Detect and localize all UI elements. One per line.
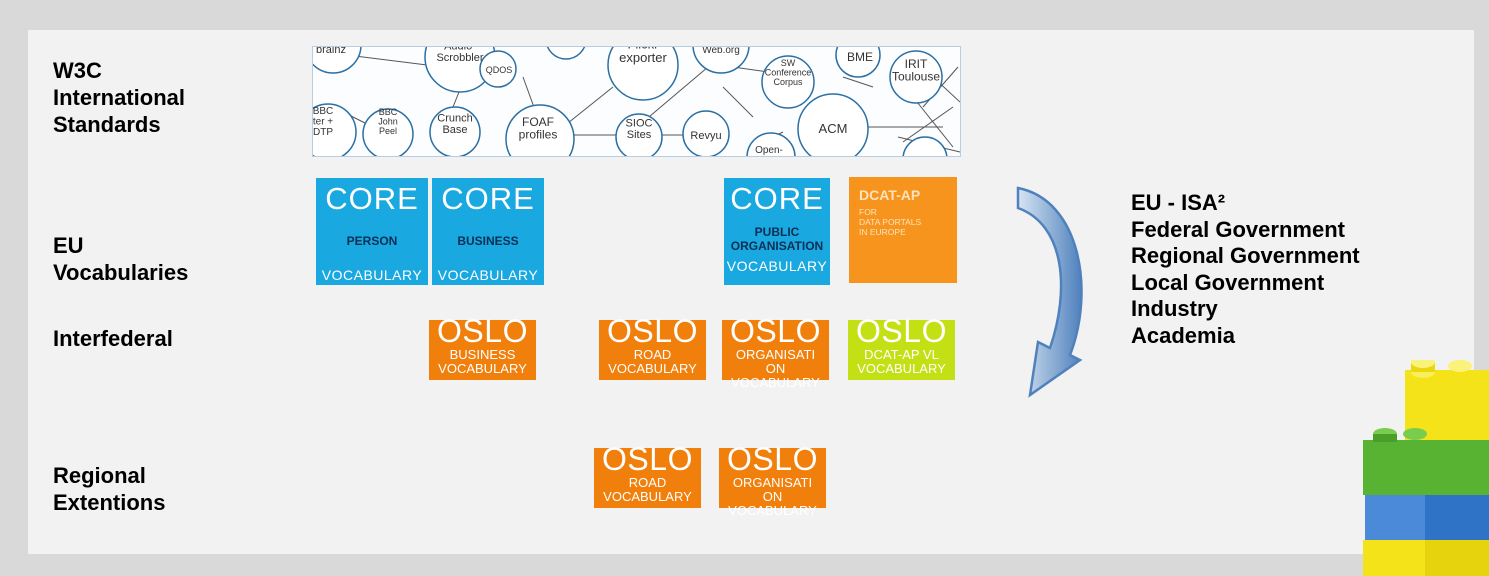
dcat-ap-tile: DCAT-AP FOR DATA PORTALS IN EUROPE <box>849 177 957 283</box>
row-label-interfederal: Interfederal <box>53 326 173 351</box>
oslo-dcat-ap-vl-tile: OSLO DCAT-AP VL VOCABULARY <box>848 313 955 380</box>
core-vocabulary-label: VOCABULARY <box>321 267 423 283</box>
node-revyu: Revyu <box>690 130 721 142</box>
core-subtitle: PERSON <box>346 234 398 248</box>
core-vocabulary-label: VOCABULARY <box>437 267 539 283</box>
core-public-organisation-tile: CORE PUBLIC ORGANISATION VOCABULARY <box>724 178 830 285</box>
row-label-regional: Regional Extentions <box>53 463 166 515</box>
node-bme: BME <box>847 50 873 64</box>
row-label-eu: EU Vocabularies <box>53 233 189 285</box>
stakeholder-item: Local Government <box>1131 269 1325 295</box>
oslo-title: OSLO <box>607 313 698 349</box>
linked-data-cloud-image: brainz Audio-Scrobbler QDOS Flickrexport… <box>312 46 961 157</box>
node-audioscrobbler: Audio-Scrobbler <box>436 47 483 64</box>
oslo-subtitle: ORGANISATI ON VOCABULARY <box>731 347 820 390</box>
core-business-tile: CORE BUSINESS VOCABULARY <box>432 178 544 285</box>
stakeholder-list: EU - ISA² Federal Government Regional Go… <box>1131 190 1360 349</box>
stakeholder-item: Academia <box>1131 322 1235 348</box>
oslo-subtitle: ORGANISATI ON VOCABULARY <box>728 475 817 518</box>
oslo-road-tile: OSLO ROAD VOCABULARY <box>599 313 706 380</box>
oslo-title: OSLO <box>730 313 821 349</box>
stakeholder-item: Industry <box>1131 296 1218 321</box>
dcat-subtitle: FOR DATA PORTALS IN EUROPE <box>859 207 922 237</box>
curved-arrow-icon <box>1016 186 1083 398</box>
oslo-regional-organisation-tile: OSLO ORGANISATI ON VOCABULARY <box>719 441 826 518</box>
oslo-subtitle: BUSINESS VOCABULARY <box>438 347 527 376</box>
oslo-subtitle: ROAD VOCABULARY <box>608 347 697 376</box>
stakeholder-item: EU - ISA² <box>1131 190 1226 215</box>
lego-bricks-image <box>1363 360 1489 576</box>
node-qdos: QDOS <box>486 65 513 75</box>
oslo-regional-road-tile: OSLO ROAD VOCABULARY <box>594 441 701 508</box>
node-weborg: Web.org <box>702 47 740 56</box>
core-subtitle: BUSINESS <box>457 234 519 248</box>
oslo-title: OSLO <box>437 313 528 349</box>
core-vocabulary-label: VOCABULARY <box>726 258 828 274</box>
core-title: CORE <box>441 181 535 216</box>
node-brainz: brainz <box>316 47 346 56</box>
node-flickr: Flickrexporter <box>619 47 667 65</box>
dcat-title: DCAT-AP <box>859 187 921 203</box>
stakeholder-item: Regional Government <box>1131 243 1360 268</box>
row-label-w3c: W3C International Standards <box>53 58 186 137</box>
oslo-title: OSLO <box>856 313 947 349</box>
oslo-organisation-tile: OSLO ORGANISATI ON VOCABULARY <box>722 313 829 390</box>
core-title: CORE <box>325 181 419 216</box>
oslo-subtitle: DCAT-AP VL VOCABULARY <box>857 347 946 376</box>
stakeholder-item: Federal Government <box>1131 216 1345 242</box>
oslo-business-tile: OSLO BUSINESS VOCABULARY <box>429 313 536 380</box>
node-acm: ACM <box>819 121 848 136</box>
network-graph: brainz Audio-Scrobbler QDOS Flickrexport… <box>313 47 960 156</box>
node-open: Open- <box>755 145 783 156</box>
oslo-subtitle: ROAD VOCABULARY <box>603 475 692 504</box>
oslo-title: OSLO <box>727 441 818 477</box>
core-person-tile: CORE PERSON VOCABULARY <box>316 178 428 285</box>
oslo-title: OSLO <box>602 441 693 477</box>
core-title: CORE <box>730 181 824 216</box>
core-subtitle: PUBLIC ORGANISATION <box>730 225 824 253</box>
